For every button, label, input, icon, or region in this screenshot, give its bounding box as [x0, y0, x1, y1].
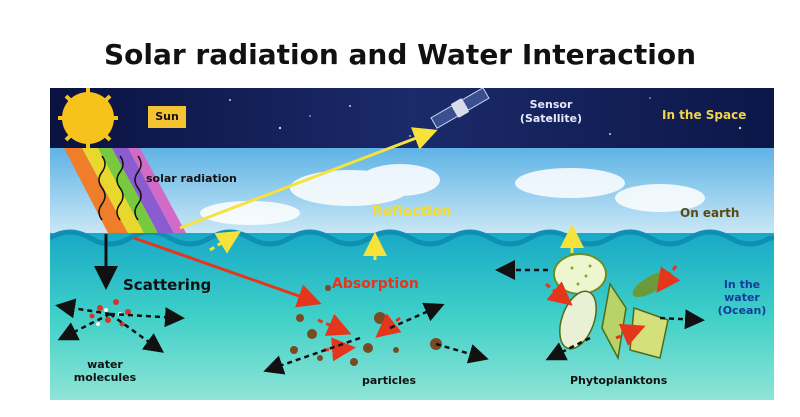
sun-icon [58, 88, 118, 148]
reflection-label: Reflection [372, 204, 452, 220]
in-space-label: In the Space [662, 108, 747, 122]
solar-radiation-label: solar radiation [146, 172, 237, 185]
reflection-to-sensor-arrow [179, 127, 438, 230]
water-molecules-line1: water [87, 358, 123, 371]
in-water-line1: In the [723, 278, 761, 291]
particles-label: particles [362, 374, 417, 387]
water-molecules-label: water molecules [70, 358, 140, 384]
wave-line [50, 229, 774, 247]
solar-radiation-beam [64, 148, 186, 233]
on-earth-label: On earth [680, 206, 740, 220]
clouds [200, 164, 705, 225]
in-water-line3: (Ocean) [717, 304, 767, 317]
water-molecules-cluster [55, 298, 185, 353]
diagram-scene: Sun Sensor (Satellite) In the Space sola… [50, 88, 774, 400]
sensor-label-line1: Sensor [529, 98, 573, 111]
diagram-title: Solar radiation and Water Interaction [103, 38, 697, 71]
diagram-canvas [50, 88, 774, 400]
phytoplankton-icon [495, 253, 705, 361]
in-water-line2: water [724, 291, 760, 304]
water-molecules-line2: molecules [73, 371, 137, 384]
phytoplanktons-label: Phytoplanktons [570, 374, 668, 387]
satellite-icon [430, 88, 490, 129]
absorption-main-arrow [133, 236, 322, 308]
sun-label: Sun [148, 106, 186, 128]
in-water-label: In the water (Ocean) [710, 278, 774, 317]
absorption-label: Absorption [332, 276, 419, 292]
sensor-label: Sensor (Satellite) [496, 98, 606, 126]
sensor-label-line2: (Satellite) [519, 112, 583, 125]
scattering-label: Scattering [123, 276, 212, 294]
particles-cluster [263, 285, 489, 375]
